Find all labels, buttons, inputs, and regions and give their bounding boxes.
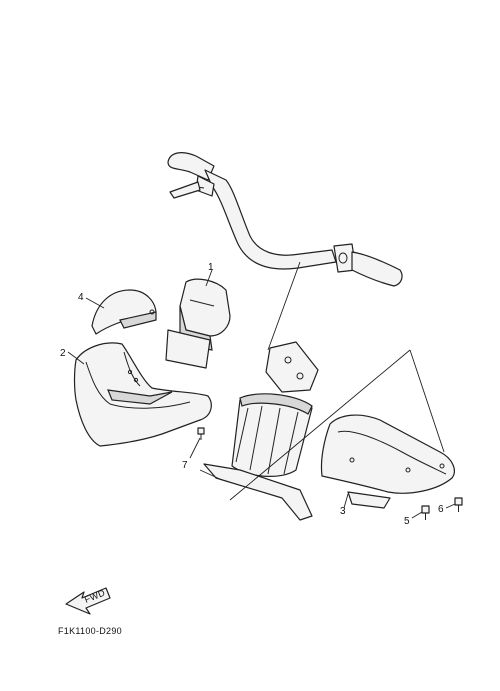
callout-7: 7 [182, 460, 188, 471]
callout-5: 5 [404, 516, 410, 527]
leader-lines [67, 261, 456, 519]
callout-1: 1 [208, 262, 214, 273]
callout-6: 6 [438, 504, 444, 515]
part-1-boot[interactable] [165, 278, 231, 369]
fwd-arrow-icon: FWD [65, 587, 111, 615]
part-4-cover[interactable] [91, 289, 157, 335]
callout-3: 3 [340, 506, 346, 517]
part-2-front-cover[interactable] [73, 342, 212, 447]
diagram-code: F1K1100-D290 [58, 626, 122, 636]
part-5-bolt[interactable] [421, 505, 430, 520]
steering-column[interactable] [203, 341, 319, 521]
callout-4: 4 [78, 292, 84, 303]
part-3-lower-panel[interactable] [320, 414, 455, 509]
handlebar[interactable] [167, 152, 403, 287]
part-6-bolt[interactable] [454, 497, 463, 512]
part-7-screw[interactable] [197, 427, 205, 440]
callout-2: 2 [60, 348, 66, 359]
